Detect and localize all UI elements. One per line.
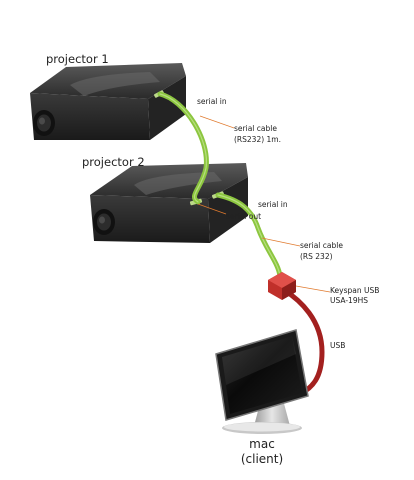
leader-serial-cable-2	[261, 237, 301, 247]
mac-client	[215, 329, 309, 434]
projector-2-lens	[93, 209, 115, 235]
projector-1-lens	[33, 110, 55, 136]
leader-lines	[197, 115, 331, 293]
projector-1-recess	[70, 72, 160, 96]
mac-label-line1: mac	[249, 437, 275, 451]
keyspan-adapter	[268, 272, 296, 300]
keyspan-label-line1: Keyspan USB	[330, 286, 379, 295]
projector-2-serial-out-label: serial out	[226, 212, 261, 221]
leader-keyspan	[295, 285, 331, 293]
serial-cable-1-highlight	[159, 93, 207, 203]
mac-label-line2: (client)	[241, 452, 283, 466]
projector-2-front	[90, 195, 210, 243]
serial-cable-1-label-line1: serial cable	[234, 124, 277, 133]
projector-2-recess	[134, 172, 222, 195]
projector-1	[30, 63, 186, 140]
usb-label: USB	[330, 341, 345, 350]
keyspan-label-line2: USA-19HS	[330, 296, 368, 305]
mac-screen	[222, 336, 302, 414]
projector-2	[90, 163, 248, 243]
projector-1-serial-in-label: serial in	[197, 97, 227, 106]
projector-1-side	[148, 76, 186, 140]
usb-cable	[281, 287, 325, 397]
serial-cable-2-label-line1: serial cable	[300, 241, 343, 250]
mac-screen-glare	[222, 336, 296, 385]
serial-cable-2-label-line2: (RS 232)	[300, 252, 333, 261]
projector-2-serial-in-label: serial in	[258, 200, 288, 209]
projector-1-front	[30, 93, 150, 140]
serial-cable-2-highlight	[217, 194, 281, 277]
projector-1-label: projector 1	[46, 52, 109, 66]
leader-serial-out	[197, 203, 227, 215]
projector-2-label: projector 2	[82, 155, 145, 169]
serial-cable-1-label-line2: (RS232) 1m.	[234, 135, 281, 144]
leader-serial-cable-1	[199, 115, 235, 129]
